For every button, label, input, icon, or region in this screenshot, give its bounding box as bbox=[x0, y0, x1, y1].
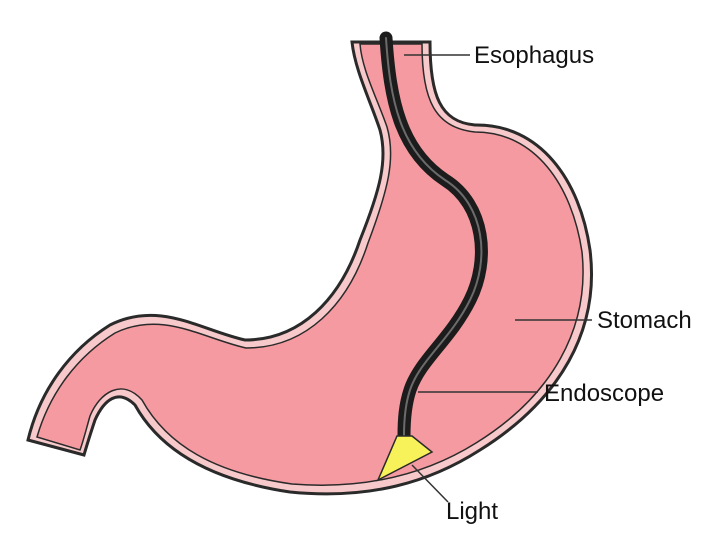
stomach-illustration bbox=[28, 42, 592, 494]
light-label: Light bbox=[446, 498, 498, 525]
esophagus-label: Esophagus bbox=[474, 42, 594, 69]
endoscope-label: Endoscope bbox=[544, 380, 664, 407]
stomach-wall-interior bbox=[37, 44, 583, 485]
stomach-label: Stomach bbox=[597, 307, 692, 334]
